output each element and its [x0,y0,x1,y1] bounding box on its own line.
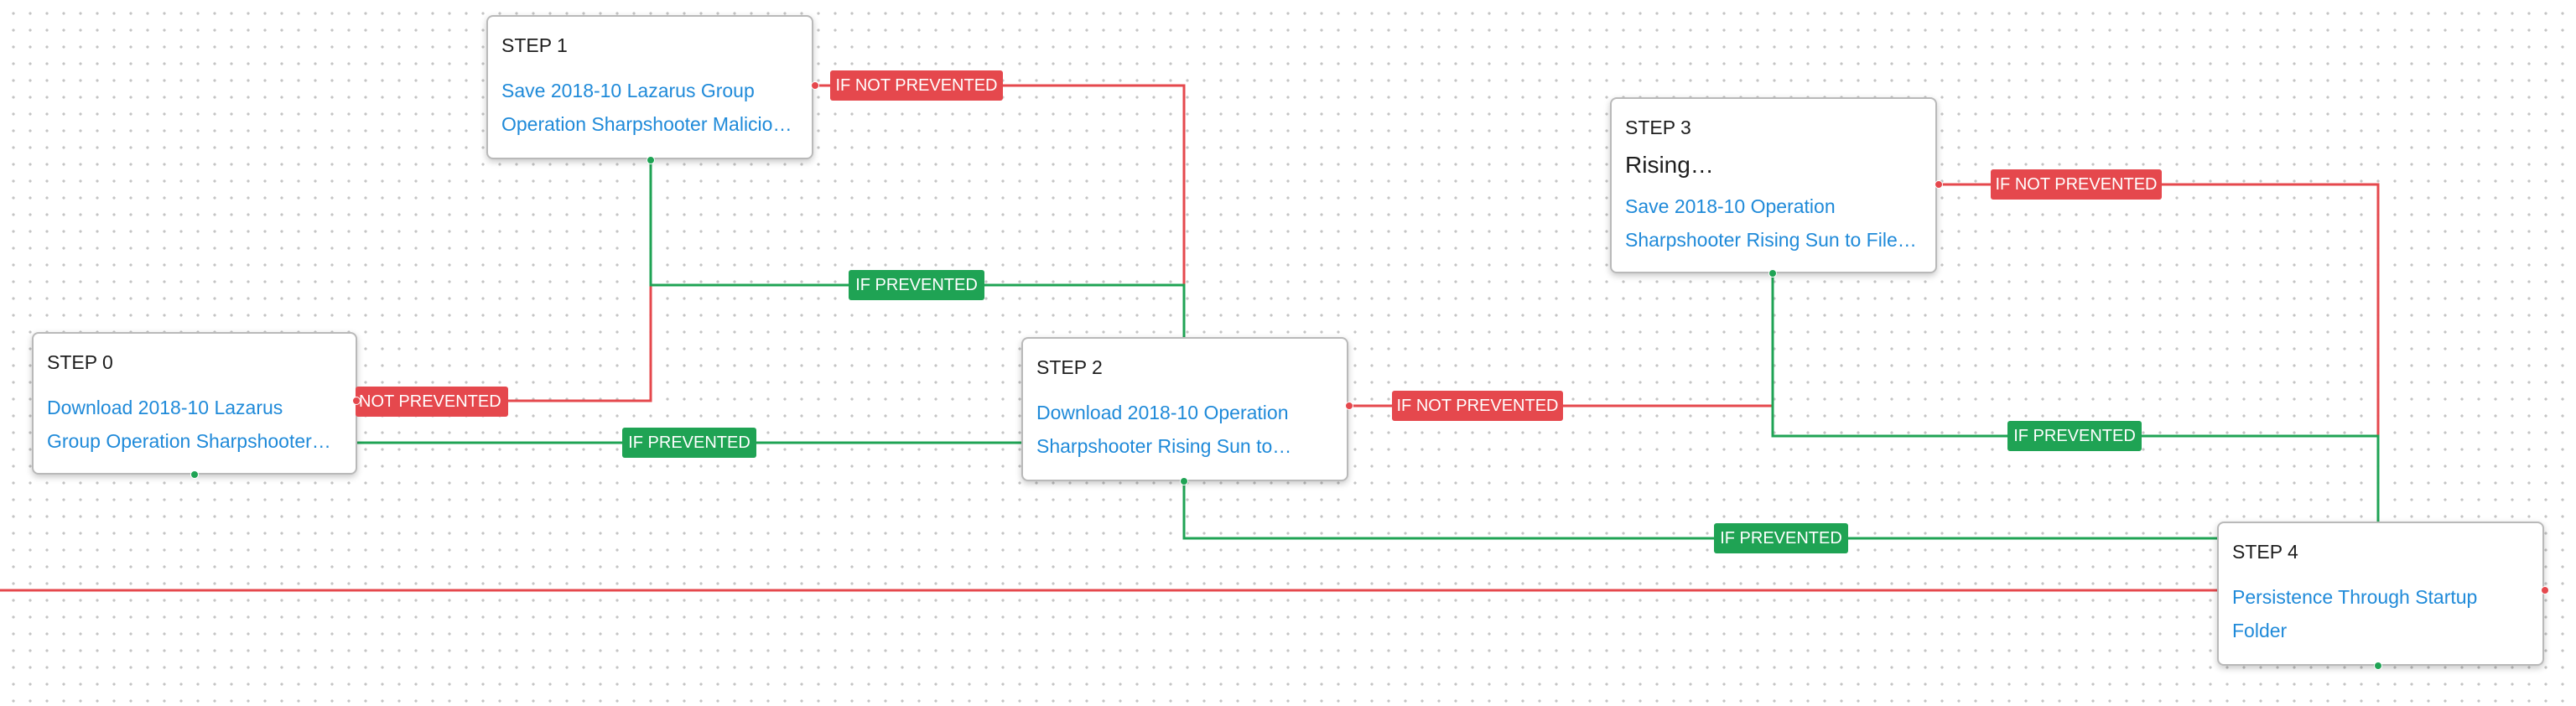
step-action-link-line: Save 2018-10 Operation [1625,195,1836,217]
step-number-label: STEP 1 [501,34,568,56]
connection-handle[interactable] [2374,662,2382,670]
step-action-link-line: Folder [2232,620,2288,641]
connection-handle[interactable] [190,470,199,479]
step-action-link-line: Sharpshooter Rising Sun to… [1036,435,1292,457]
edge-label-not-prevented[interactable]: IF NOT PREVENTED [830,70,1003,101]
step-number-label: STEP 0 [47,351,113,373]
step-action-link-line: Persistence Through Startup [2232,586,2478,608]
edge-label-prevented[interactable]: IF PREVENTED [622,428,756,458]
step-action-link-line: Download 2018-10 Lazarus [47,397,283,418]
step-subtitle: Rising… [1625,152,1714,178]
connection-handle[interactable] [352,397,361,405]
connection-handle[interactable] [811,81,819,90]
step-node-2[interactable]: STEP 2 Download 2018-10 Operation Sharps… [1021,337,1348,481]
edge-label-not-prevented[interactable]: NOT PREVENTED [356,387,508,417]
step-action-link-line: Download 2018-10 Operation [1036,402,1289,423]
step-action-link[interactable]: Save 2018-10 Operation Sharpshooter Risi… [1625,189,1922,257]
connection-handle[interactable] [1935,180,1943,189]
step-action-link-line: Group Operation Sharpshooter… [47,430,331,452]
step-node-1[interactable]: STEP 1 Save 2018-10 Lazarus Group Operat… [486,15,813,159]
edge-step2-to-step3-not-prevented[interactable] [1348,273,1774,408]
step-action-link-line: Sharpshooter Rising Sun to File… [1625,229,1917,251]
step-number-label: STEP 3 [1625,117,1691,138]
connection-handle[interactable] [1345,402,1353,410]
step-action-link-line: Operation Sharpshooter Malicio… [501,113,792,135]
edge-label-prevented[interactable]: IF PREVENTED [849,270,984,300]
connection-handle[interactable] [2541,586,2549,594]
step-action-link-line: Save 2018-10 Lazarus Group [501,80,755,101]
edge-label-not-prevented[interactable]: IF NOT PREVENTED [1991,169,2162,200]
edge-step3-to-step4-not-prevented[interactable] [1939,183,2380,522]
edge-step1-to-step2-not-prevented[interactable] [813,84,1186,339]
connection-handle[interactable] [647,156,655,164]
edge-step1-to-step2-prevented[interactable] [649,161,1186,339]
step-action-link[interactable]: Download 2018-10 Operation Sharpshooter … [1036,396,1333,463]
connection-handle[interactable] [1180,477,1188,485]
edge-label-prevented[interactable]: IF PREVENTED [2007,421,2142,451]
edge-step2-to-step4-prevented[interactable] [1182,481,2217,540]
connection-handle[interactable] [1768,269,1777,278]
step-number-label: STEP 4 [2232,541,2298,563]
step-action-link[interactable]: Save 2018-10 Lazarus Group Operation Sha… [501,74,798,141]
edge-step0-to-step1-not-prevented[interactable] [352,161,652,402]
step-node-4[interactable]: STEP 4 Persistence Through Startup Folde… [2217,522,2544,666]
step-number-label: STEP 2 [1036,356,1103,378]
step-action-link[interactable]: Download 2018-10 Lazarus Group Operation… [47,391,342,458]
step-node-3[interactable]: STEP 3 Rising… Save 2018-10 Operation Sh… [1610,97,1937,273]
edge-step3-to-step4-prevented[interactable] [1771,273,2380,522]
step-action-link[interactable]: Persistence Through Startup Folder [2232,580,2529,647]
step-node-0[interactable]: STEP 0 Download 2018-10 Lazarus Group Op… [32,332,357,475]
edge-label-not-prevented[interactable]: IF NOT PREVENTED [1392,391,1563,421]
edge-label-prevented[interactable]: IF PREVENTED [1714,523,1848,553]
